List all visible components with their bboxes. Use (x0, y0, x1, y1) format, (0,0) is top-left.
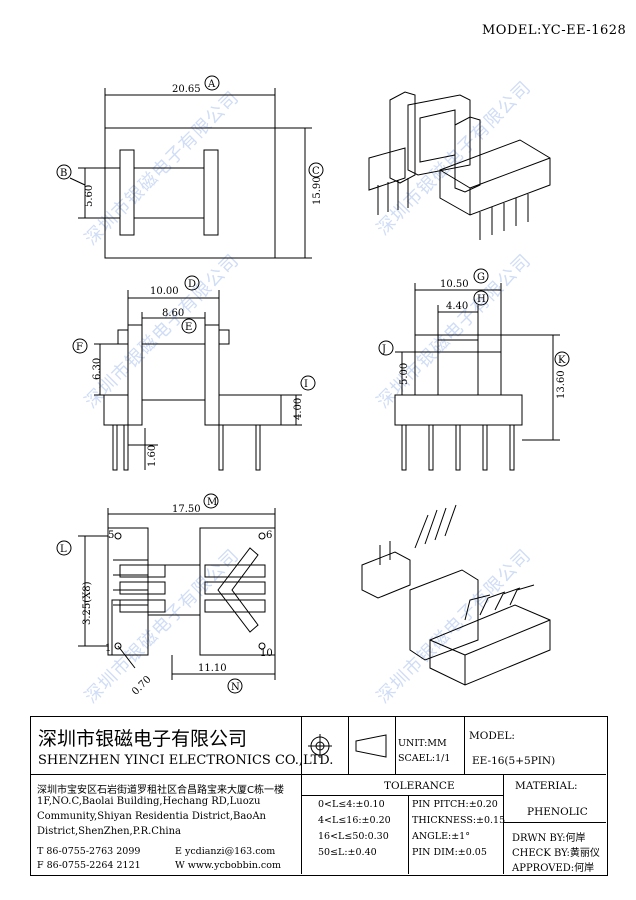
reference-circles: A B C D E F I G H J K M L N (56, 75, 570, 694)
dimension-labels: 20.65 5.60 15.90 10.00 8.60 6.30 4.00 1.… (82, 84, 567, 698)
dim-i: 4.00 (293, 398, 304, 420)
divider (301, 795, 503, 796)
approved-by: APPROVED:何岸 (512, 863, 595, 874)
model-value: EE-16(5+5PIN) (472, 755, 556, 767)
dim-c: 15.90 (312, 176, 323, 205)
divider (503, 822, 606, 823)
address-en-1: 1F,NO.C,Baolai Building,Hechang RD,Luozu (37, 796, 261, 807)
divider (464, 716, 465, 774)
company-name-en: SHENZHEN YINCI ELECTRONICS CO.,LTD. (38, 753, 334, 768)
ref-h: H (477, 294, 486, 305)
ref-d: D (188, 279, 196, 290)
dim-e: 8.60 (162, 308, 184, 319)
pin-number-6: 6 (266, 530, 272, 541)
dim-g: 10.50 (440, 279, 469, 290)
material-label: MATERIAL: (515, 780, 578, 792)
dim-m: 17.50 (172, 504, 201, 515)
dim-f: 6.30 (92, 358, 103, 380)
tolerance-left-3: 16<L≤50:0.30 (318, 831, 389, 842)
ref-e: E (185, 322, 192, 333)
front-view (94, 290, 302, 471)
ref-f: F (76, 342, 83, 353)
email: E ycdianzi@163.com (175, 846, 276, 857)
cone-symbol-icon (355, 734, 387, 758)
isometric-view-top (368, 91, 551, 240)
ref-n: N (231, 682, 240, 693)
dim-l: 3.25(X8) (82, 581, 93, 625)
top-view (69, 88, 312, 259)
model-label: MODEL: (469, 730, 515, 742)
pin-number-1: 1 (105, 643, 111, 654)
divider (395, 716, 396, 774)
dim-pin: 1.60 (147, 445, 158, 467)
scale-label: SCAEL:1/1 (398, 753, 451, 764)
dim-n: 11.10 (198, 663, 227, 674)
dim-j: 5.00 (399, 363, 410, 385)
address-cn: 深圳市宝安区石岩街道罗租社区合昌路宝来大厦C栋一楼 (37, 785, 284, 796)
ref-k: K (558, 355, 566, 366)
ref-c: C (312, 166, 320, 177)
address-en-3: District,ShenZhen,P.R.China (37, 826, 181, 837)
isometric-view-bottom (361, 504, 551, 686)
projection-symbol-icon (308, 734, 332, 758)
pin-number-10: 10 (260, 648, 273, 659)
ref-i: I (304, 379, 308, 390)
divider (30, 774, 606, 775)
ref-a: A (207, 79, 216, 90)
bottom-view (78, 508, 276, 680)
tolerance-left-4: 50≤L:±0.40 (318, 847, 377, 858)
tolerance-left-1: 0<L≤4:±0.10 (318, 799, 385, 810)
tolerance-right-2: THICKNESS:±0.15 (412, 815, 506, 826)
divider (348, 716, 349, 774)
tolerance-left-2: 4<L≤16:±0.20 (318, 815, 391, 826)
tolerance-right-1: PIN PITCH:±0.20 (412, 799, 498, 810)
website: W www.ycbobbin.com (175, 860, 281, 871)
ref-m: M (207, 497, 217, 508)
drawn-by: DRWN BY:何岸 (512, 833, 586, 844)
divider (503, 774, 504, 874)
dim-d: 10.00 (150, 286, 179, 297)
pin-number-5: 5 (108, 530, 114, 541)
ref-j: J (381, 344, 386, 355)
checked-by: CHECK BY:黄丽仪 (512, 848, 600, 859)
tolerance-right-3: ANGLE:±1° (412, 831, 470, 842)
dim-k: 13.60 (556, 370, 567, 399)
ref-b: B (60, 168, 67, 179)
unit-label: UNIT:MM (398, 738, 447, 749)
model-header: MODEL:YC-EE-1628 (482, 23, 627, 38)
dim-h: 4.40 (446, 301, 468, 312)
fax: F 86-0755-2264 2121 (37, 860, 141, 871)
divider (408, 795, 409, 874)
ref-l: L (60, 544, 67, 555)
dim-a: 20.65 (172, 84, 201, 95)
address-en-2: Community,Shiyan Residentia District,Bao… (37, 811, 266, 822)
side-view (394, 283, 560, 471)
title-block (30, 716, 608, 876)
phone: T 86-0755-2763 2099 (37, 846, 141, 857)
material-value: PHENOLIC (527, 806, 588, 818)
dim-hole: 0.70 (130, 674, 154, 698)
tolerance-title: TOLERANCE (384, 780, 455, 792)
dim-b: 5.60 (84, 185, 95, 207)
ref-g: G (477, 272, 485, 283)
company-name-cn: 深圳市银磁电子有限公司 (38, 728, 248, 750)
tolerance-right-4: PIN DIM:±0.05 (412, 847, 487, 858)
